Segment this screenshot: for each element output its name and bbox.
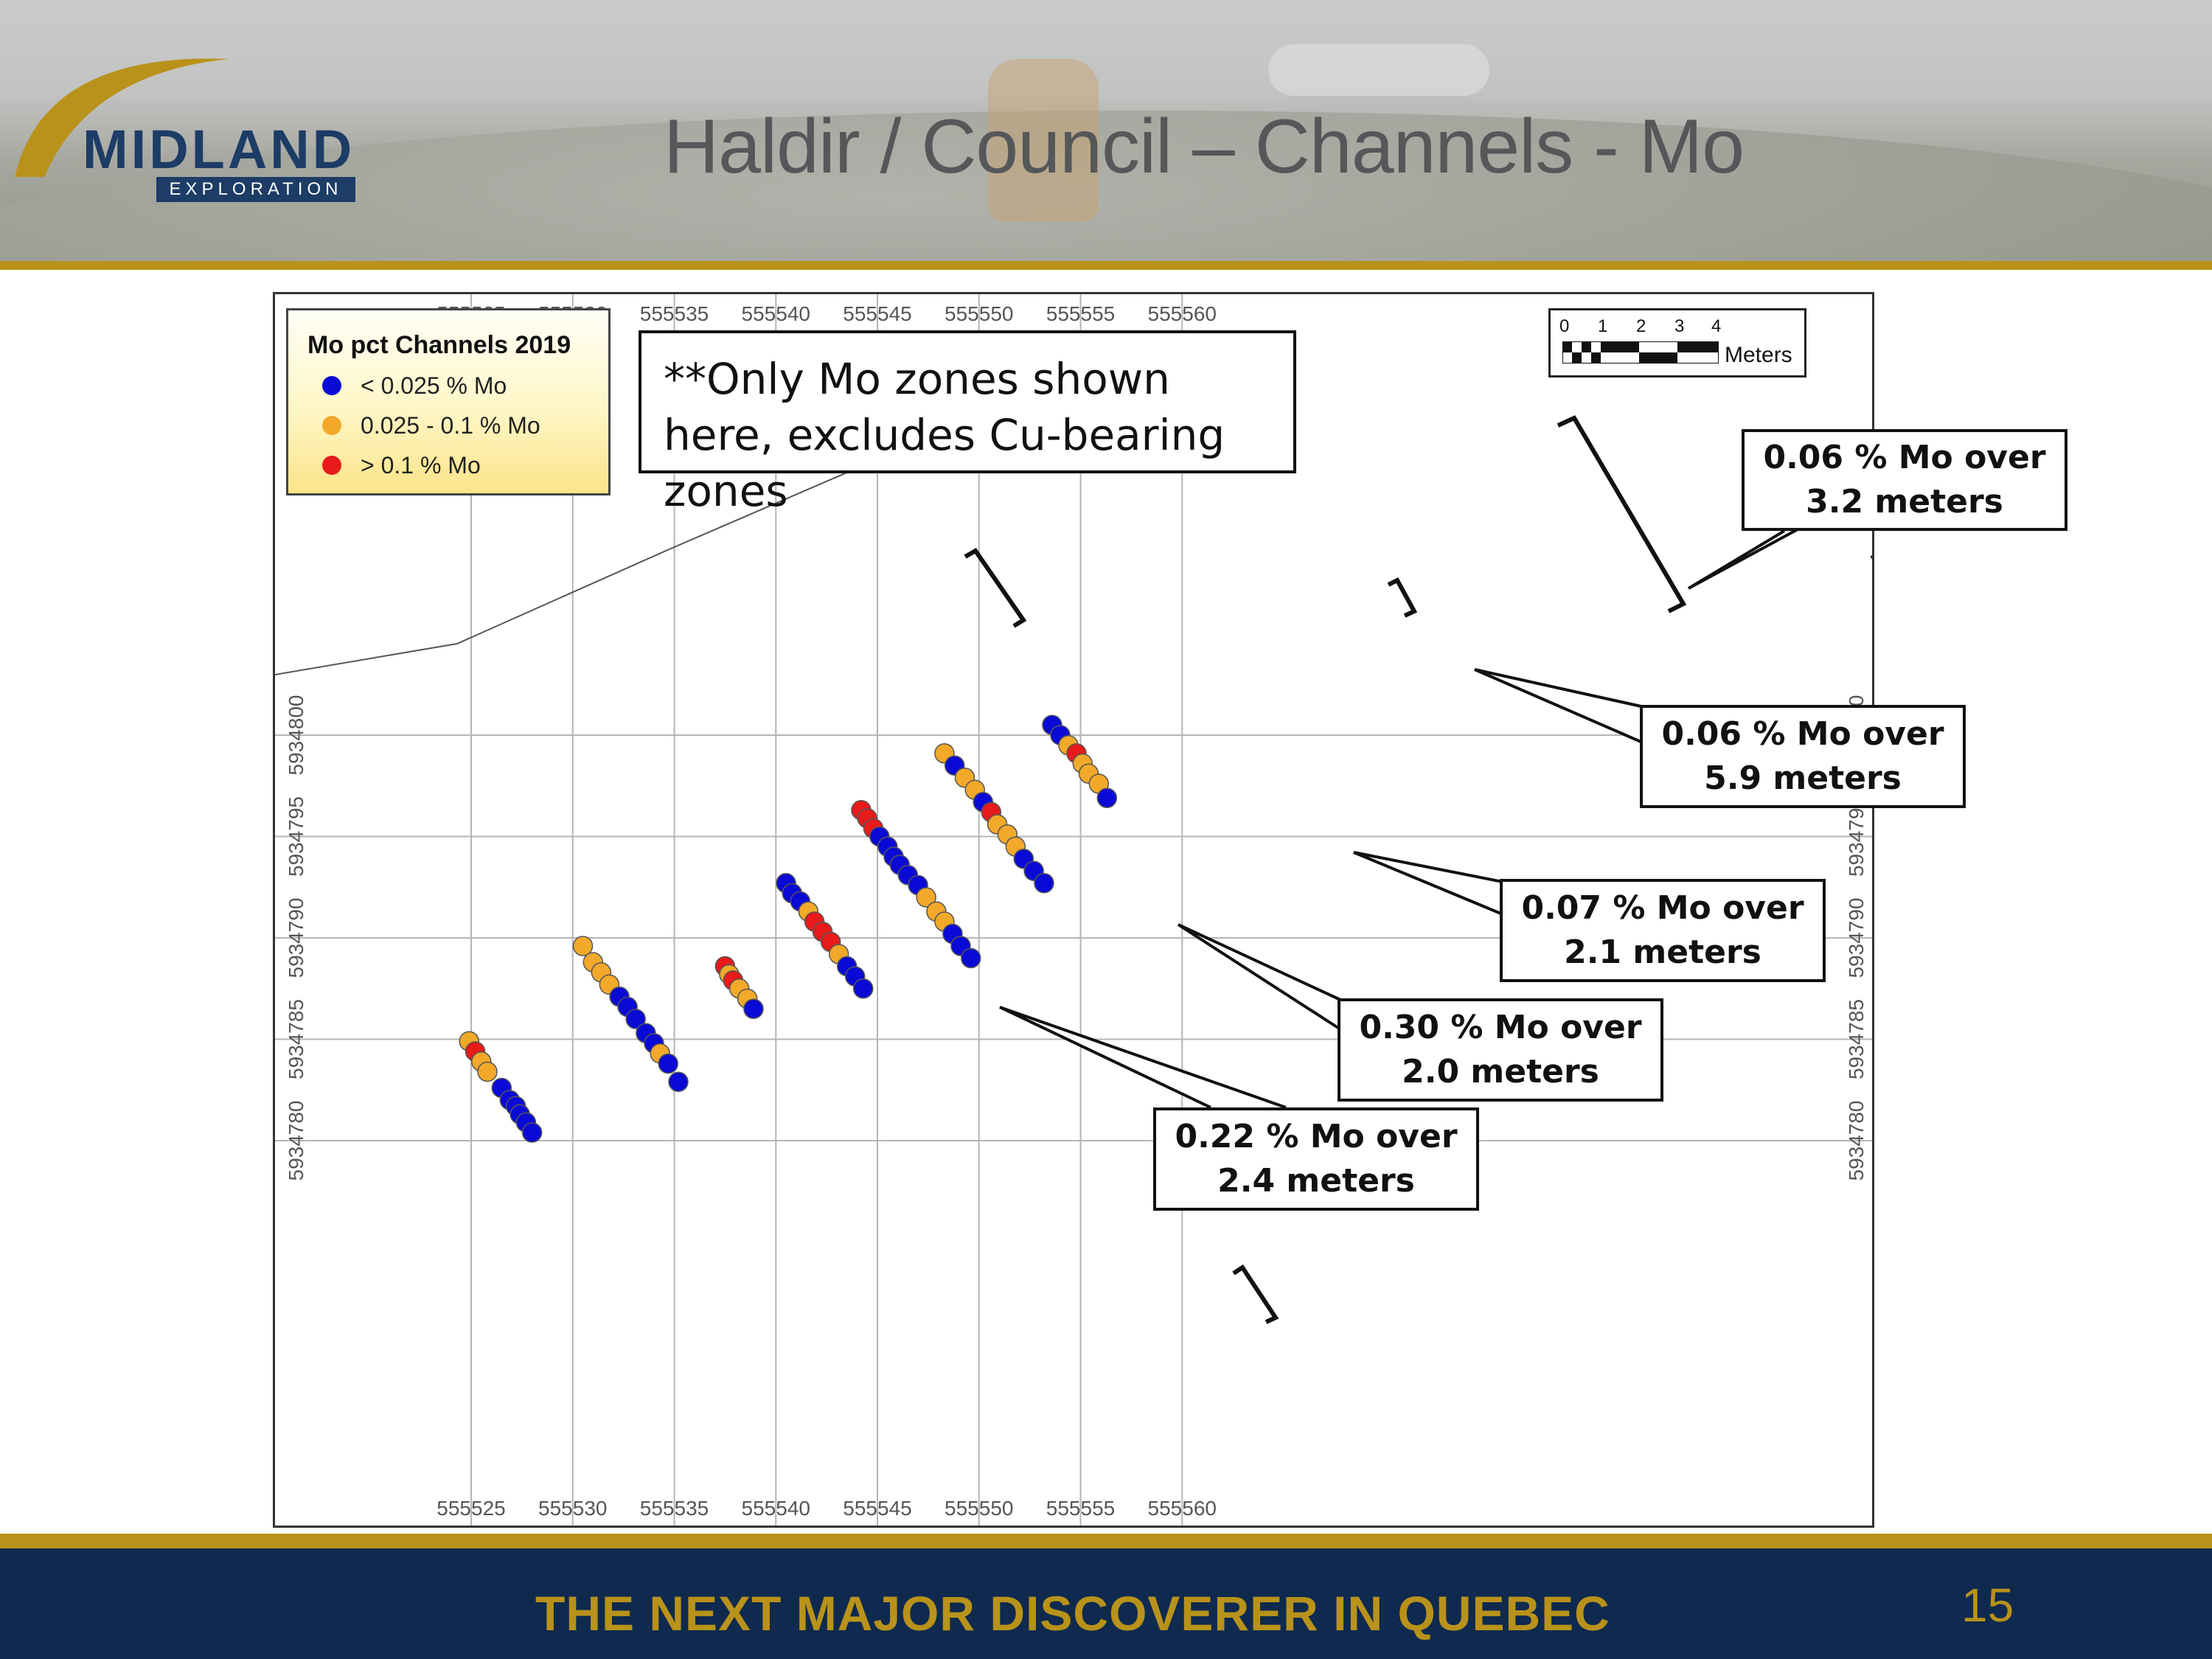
sample-point-low — [960, 947, 981, 969]
northing-tick-label: 5934780 — [1845, 1100, 1868, 1180]
logo-arc-icon — [15, 58, 229, 177]
footer-bar — [0, 1548, 2212, 1659]
callout-line1: 0.06 % Mo over — [1763, 439, 2046, 476]
northing-tick-label: 5934785 — [1845, 999, 1868, 1079]
callout-line1: 0.30 % Mo over — [1359, 1009, 1642, 1046]
easting-tick-label: 555560 — [1148, 1497, 1217, 1520]
logo-name: MIDLAND — [83, 119, 355, 180]
callout-zone-e: 0.22 % Mo over 2.4 meters — [1153, 1107, 1479, 1211]
easting-tick-label: 555535 — [640, 302, 709, 325]
orange-dot-icon — [322, 416, 341, 435]
sample-point-mid — [477, 1061, 498, 1082]
sample-points — [459, 714, 1118, 1143]
callout-line2: 2.0 meters — [1402, 1053, 1599, 1091]
sample-point-low — [658, 1053, 678, 1074]
scale-bar-graphic — [1562, 341, 1719, 364]
map-grid: 5555255555255555305555305555355555355555… — [275, 294, 1872, 1526]
scale-unit: Meters — [1725, 343, 1792, 367]
easting-tick-label: 555545 — [843, 1497, 911, 1520]
background-helicopter — [1268, 44, 1489, 96]
easting-tick-label: 555530 — [538, 1497, 607, 1520]
scale-tick: 0 — [1559, 316, 1570, 336]
northing-tick-label: 5934800 — [285, 695, 307, 775]
legend-title: Mo pct Channels 2019 — [307, 331, 571, 359]
callout-line2: 2.4 meters — [1217, 1162, 1415, 1200]
northing-tick-label: 5934790 — [285, 897, 307, 978]
sample-point-mid — [572, 936, 594, 956]
northing-tick-label: 5934795 — [1845, 796, 1868, 877]
scale-tick: 4 — [1711, 316, 1722, 336]
company-logo: MIDLAND EXPLORATION — [0, 29, 383, 202]
map-legend: Mo pct Channels 2019 < 0.025 % Mo 0.025 … — [286, 308, 611, 495]
legend-label: > 0.1 % Mo — [361, 451, 481, 479]
sample-point-low — [521, 1122, 543, 1143]
northing-tick-label: 5934780 — [285, 1100, 307, 1180]
footer-tagline: THE NEXT MAJOR DISCOVERER IN QUEBEC — [535, 1586, 1610, 1641]
callout-zone-b: 0.06 % Mo over 5.9 meters — [1640, 705, 1966, 808]
note-box: **Only Mo zones shown here, excludes Cu-… — [639, 330, 1296, 516]
bracket-zone-4 — [1232, 1264, 1279, 1324]
bracket-zone-1 — [964, 548, 1027, 628]
northing-tick-label: 5934790 — [1845, 897, 1868, 978]
callout-line2: 2.1 meters — [1564, 933, 1761, 971]
sample-point-low — [852, 978, 874, 999]
northing-tick-label: 5934785 — [285, 999, 307, 1079]
footer-divider — [0, 1534, 2212, 1548]
note-text: **Only Mo zones shown here, excludes Cu-… — [664, 354, 1225, 516]
callout-line1: 0.06 % Mo over — [1661, 715, 1944, 753]
map-canvas: 5555255555255555305555305555355555355555… — [275, 294, 1872, 1526]
legend-item-low: < 0.025 % Mo — [322, 369, 507, 402]
header-divider — [0, 261, 2212, 270]
callout-line2: 3.2 meters — [1806, 483, 2003, 521]
scale-tick: 2 — [1636, 316, 1646, 336]
bracket-zone-5 — [1870, 555, 1872, 560]
northing-tick-label: 5934795 — [285, 796, 307, 877]
callout-line1: 0.22 % Mo over — [1175, 1118, 1458, 1155]
bracket-zone-3 — [1557, 415, 1687, 613]
easting-tick-label: 555545 — [843, 302, 911, 325]
page-title: Haldir / Council – Channels - Mo — [664, 104, 1745, 189]
page-number: 15 — [1961, 1579, 2014, 1632]
scale-tick: 3 — [1674, 316, 1685, 336]
legend-label: 0.025 - 0.1 % Mo — [361, 411, 540, 439]
sample-point-mid — [916, 887, 936, 908]
legend-item-mid: 0.025 - 0.1 % Mo — [322, 409, 540, 442]
header-banner — [0, 0, 2212, 261]
background-figure — [988, 59, 1099, 221]
sample-point-low — [743, 998, 764, 1019]
easting-tick-label: 555560 — [1148, 302, 1217, 325]
easting-tick-label: 555555 — [1046, 302, 1115, 325]
callout-line2: 5.9 meters — [1704, 759, 1902, 797]
easting-tick-label: 555540 — [742, 1497, 810, 1520]
sample-point-low — [668, 1071, 689, 1092]
easting-tick-label: 555525 — [437, 1497, 505, 1520]
easting-tick-label: 555540 — [742, 302, 810, 325]
sample-point-low — [625, 1009, 646, 1029]
scale-bar: 0 1 2 3 4 Meters — [1548, 308, 1806, 378]
easting-tick-label: 555550 — [945, 1497, 1013, 1520]
red-dot-icon — [322, 456, 341, 475]
callout-zone-d: 0.30 % Mo over 2.0 meters — [1338, 998, 1663, 1102]
callout-zone-a: 0.06 % Mo over 3.2 meters — [1742, 429, 2067, 531]
callout-zone-c: 0.07 % Mo over 2.1 meters — [1500, 879, 1826, 982]
sample-point-low — [1096, 787, 1118, 808]
blue-dot-icon — [322, 376, 341, 395]
bracket-zone-2 — [1387, 577, 1418, 618]
easting-tick-label: 555550 — [945, 302, 1013, 325]
easting-tick-label: 555535 — [640, 1497, 709, 1520]
logo-subtitle: EXPLORATION — [156, 177, 355, 202]
sample-point-low — [1034, 873, 1054, 894]
callout-line1: 0.07 % Mo over — [1521, 889, 1804, 927]
scale-tick: 1 — [1598, 316, 1608, 336]
zone-brackets — [964, 415, 1872, 1324]
legend-label: < 0.025 % Mo — [361, 372, 507, 399]
easting-tick-label: 555555 — [1046, 1497, 1115, 1520]
legend-item-high: > 0.1 % Mo — [322, 449, 481, 481]
